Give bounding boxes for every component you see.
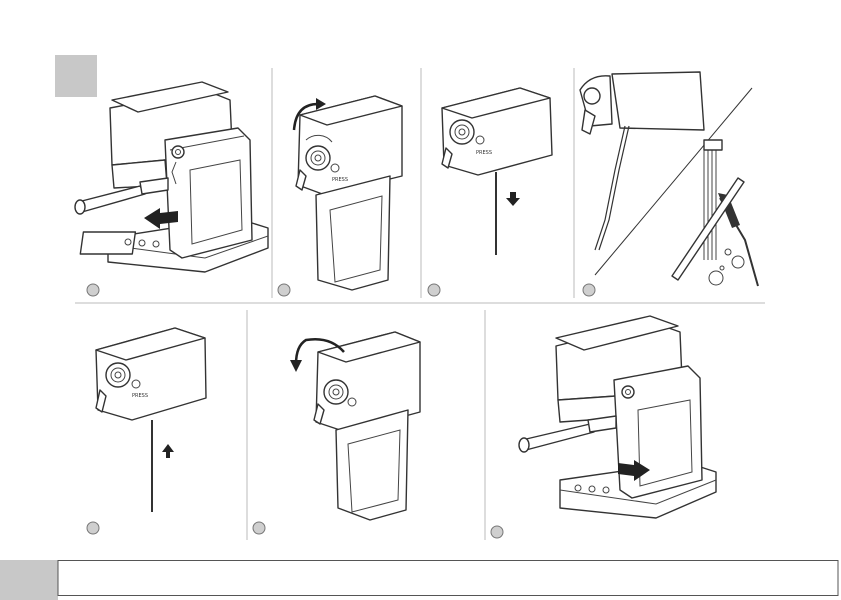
panel-step-e: PRESS <box>96 328 206 512</box>
panel-step-f <box>290 332 420 520</box>
dial-label-b: PRESS <box>332 177 348 183</box>
footer-tab <box>0 560 58 600</box>
step-badge-d <box>583 284 595 296</box>
step-badge-c <box>428 284 440 296</box>
step-badge-g <box>491 526 503 538</box>
dial-label-e: PRESS <box>132 393 148 399</box>
dial-label-c: PRESS <box>476 150 492 156</box>
panel-step-g <box>519 316 716 518</box>
step-badge-a <box>87 284 99 296</box>
panel-step-a <box>75 82 268 272</box>
step-badge-e <box>87 522 99 534</box>
water-stream <box>704 150 716 260</box>
step-badge-b <box>278 284 290 296</box>
footer-bar <box>58 561 838 596</box>
panel-step-c: PRESS <box>442 88 552 255</box>
panel-step-b: PRESS <box>294 96 402 290</box>
step-badge-f <box>253 522 265 534</box>
panel-step-d <box>580 72 758 286</box>
header-marker <box>55 55 97 97</box>
